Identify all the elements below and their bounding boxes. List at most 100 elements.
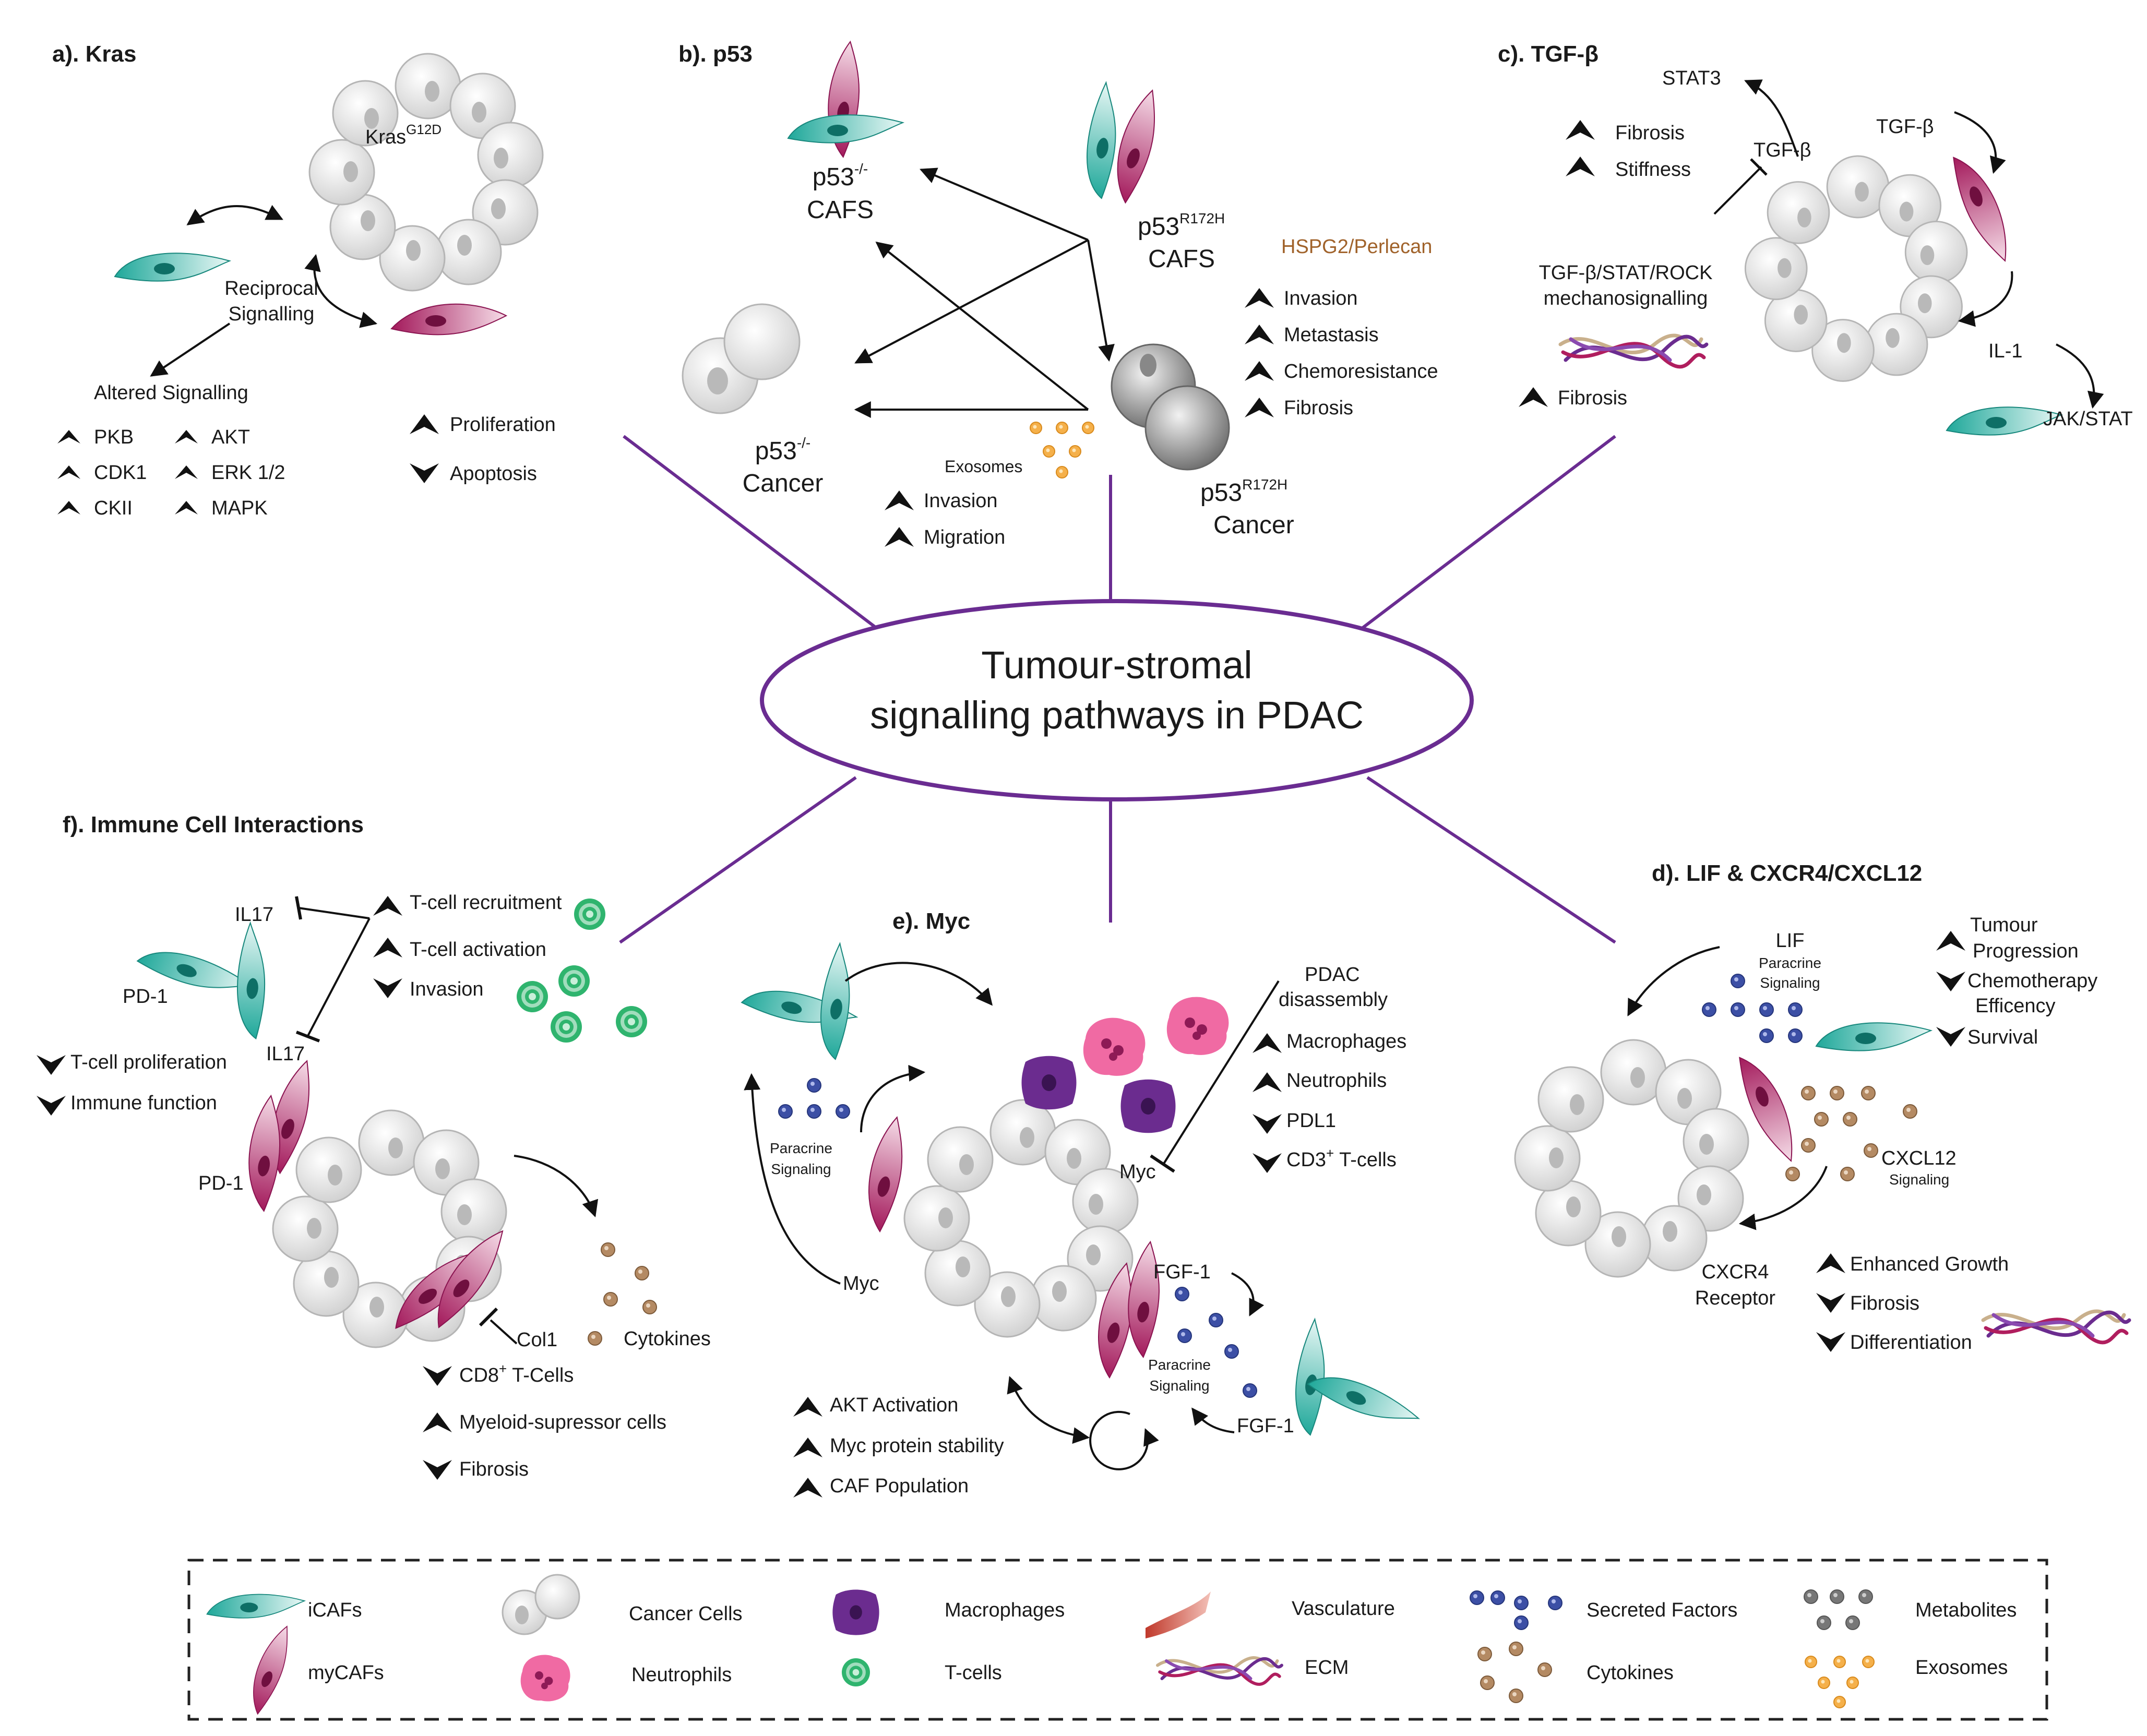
legend-cytokines: Cytokines — [1587, 1662, 1674, 1684]
svg-text:PKB: PKB — [94, 426, 134, 448]
panel-myc: e). Myc Paracrine Signaling Myc Myc — [739, 908, 1423, 1498]
svg-text:AKT: AKT — [211, 426, 250, 448]
svg-text:Neutrophils: Neutrophils — [1286, 1070, 1387, 1092]
cancer-cell-pair — [682, 303, 801, 414]
exosomes-icon — [1030, 422, 1094, 478]
cytokines-label: Cytokines — [624, 1328, 711, 1350]
panel-title-kras: a). Kras — [52, 41, 136, 67]
pdac-label-2: disassembly — [1279, 989, 1388, 1011]
cxcl12-signaling: Signaling — [1889, 1171, 1949, 1188]
immune-function: Immune function — [70, 1092, 217, 1114]
svg-text:Differentiation: Differentiation — [1850, 1332, 1972, 1354]
cxcr4-label-1: CXCR4 — [1702, 1261, 1769, 1283]
metabolites-icon — [1804, 1589, 1873, 1630]
svg-text:Fibrosis: Fibrosis — [1850, 1292, 1919, 1314]
cancer-cell-icon — [1514, 1039, 1749, 1278]
exosomes-label: Exosomes — [945, 457, 1022, 476]
fgf1-label-2: FGF-1 — [1237, 1415, 1294, 1437]
tgf-fibrosis: Fibrosis — [1615, 122, 1685, 144]
svg-text:Macrophages: Macrophages — [1286, 1031, 1406, 1052]
lif-effects: Tumour Progression Chemotherapy Efficenc… — [1936, 914, 2097, 1048]
svg-text:Metastasis: Metastasis — [1284, 324, 1379, 346]
tgf-fibrosis-2: Fibrosis — [1558, 387, 1627, 409]
p53-mut-cancer-label: p53R172H — [1200, 476, 1287, 507]
svg-text:Invasion: Invasion — [410, 978, 484, 1000]
svg-text:ERK 1/2: ERK 1/2 — [211, 462, 285, 484]
exosomes-icon — [1805, 1656, 1875, 1708]
fgf-paracrine-1: Paracrine — [1148, 1357, 1211, 1373]
cxcl12-label: CXCL12 — [1881, 1147, 1957, 1169]
legend-exosomes: Exosomes — [1915, 1657, 2008, 1679]
il1-label: IL-1 — [1988, 340, 2022, 362]
lif-label: LIF — [1776, 930, 1805, 952]
proliferation-label: Proliferation — [450, 414, 556, 436]
kras-left-list: PKB CDK1 CKII — [57, 426, 147, 519]
tgfb-label-1: TGF-β — [1754, 139, 1811, 161]
center-title-line1: Tumour-stromal — [981, 643, 1252, 687]
center-hub: Tumour-stromal signalling pathways in PD… — [760, 599, 1474, 801]
panel-title-p53: b). p53 — [678, 41, 753, 67]
col1-label: Col1 — [517, 1329, 557, 1351]
secreted-factors-icon — [778, 1078, 850, 1119]
cd3-label: CD3+ T-cells — [1286, 1145, 1397, 1171]
mycaf-icon — [391, 303, 507, 336]
svg-text:Survival: Survival — [1967, 1026, 2038, 1048]
svg-text:Chemoresistance: Chemoresistance — [1284, 361, 1438, 382]
spoke-lines — [619, 435, 1616, 944]
svg-text:MAPK: MAPK — [211, 497, 268, 519]
stat3-label: STAT3 — [1662, 67, 1721, 89]
legend: iCAFs myCAFs Cancer Cells Neutrophils Ma… — [187, 1559, 2048, 1721]
panel-kras: a). Kras KrasG12D Reciprocal Signalling … — [52, 41, 556, 519]
icaf-icon — [1816, 1022, 1931, 1051]
p53-null-cafs-word: CAFS — [807, 196, 874, 224]
legend-secreted-factors: Secreted Factors — [1587, 1599, 1737, 1621]
neutrophil-icon — [1083, 997, 1229, 1076]
lif-paracrine-2: Signaling — [1760, 975, 1820, 991]
secreted-factors-icon — [1470, 1590, 1562, 1630]
myc-label-2: Myc — [1119, 1161, 1156, 1183]
tcell-proliferation: T-cell proliferation — [70, 1051, 227, 1073]
svg-text:Myc protein stability: Myc protein stability — [830, 1435, 1004, 1457]
svg-text:PDL1: PDL1 — [1286, 1110, 1336, 1132]
kras-mutation-label: KrasG12D — [365, 122, 442, 148]
panel-title-lif: d). LIF & CXCR4/CXCL12 — [1652, 860, 1922, 886]
reciprocal-label-1: Reciprocal — [224, 278, 318, 300]
svg-text:CKII: CKII — [94, 497, 133, 519]
exo-migration: Migration — [924, 526, 1005, 548]
hspg2-label: HSPG2/Perlecan — [1281, 236, 1432, 258]
svg-text:Fibrosis: Fibrosis — [1284, 397, 1353, 419]
immune-fibrosis: Fibrosis — [459, 1458, 529, 1480]
panel-tgf: c). TGF-β STAT3 TGF-β TGF-β Fibrosis Sti… — [1498, 41, 2133, 436]
cd8-label: CD8+ T-Cells — [459, 1361, 574, 1386]
p53-null-cancer-label: p53-/- — [755, 435, 811, 465]
p53-mut-cafs-label: p53R172H — [1138, 210, 1225, 241]
cancer-cell-icon — [903, 1099, 1139, 1338]
myc-effects: Macrophages Neutrophils PDL1 CD3+ T-cell… — [1253, 1031, 1406, 1173]
legend-ecm: ECM — [1305, 1657, 1349, 1679]
mechano-label-1: TGF-β/STAT/ROCK — [1539, 262, 1713, 284]
icaf-icon — [1286, 1317, 1335, 1436]
cytokines-icon — [1477, 1642, 1552, 1703]
exo-invasion: Invasion — [924, 490, 998, 512]
fgf1-label-1: FGF-1 — [1153, 1261, 1211, 1283]
tgfb-label-2: TGF-β — [1876, 116, 1934, 138]
p53-mut-cancer-word: Cancer — [1213, 511, 1294, 539]
p53-effects: Invasion Metastasis Chemoresistance Fibr… — [1245, 288, 1438, 419]
svg-text:CAF Population: CAF Population — [830, 1475, 969, 1497]
panel-p53: b). p53 p53-/- CAFS p53R172H CAFS HSPG2/… — [678, 39, 1438, 548]
legend-neutrophils: Neutrophils — [631, 1664, 732, 1686]
il17-label-2: IL17 — [266, 1043, 305, 1065]
altered-signalling-label: Altered Signalling — [94, 382, 248, 404]
svg-text:CDK1: CDK1 — [94, 462, 147, 484]
cancer-cell-icon — [308, 53, 544, 292]
mutant-cancer-cell-pair — [1111, 343, 1230, 471]
center-title-line2: signalling pathways in PDAC — [870, 693, 1364, 737]
tcell-icon — [517, 899, 647, 1043]
lif-paracrine-1: Paracrine — [1759, 955, 1821, 971]
myc-bottom-effects: AKT Activation Myc protein stability CAF… — [793, 1394, 1004, 1498]
svg-text:Tumour: Tumour — [1970, 914, 2038, 936]
legend-mycafs: myCAFs — [308, 1662, 384, 1684]
pdac-label-1: PDAC — [1305, 964, 1360, 986]
myc-paracrine-1: Paracrine — [770, 1140, 832, 1156]
pd1-label-1: PD-1 — [123, 986, 168, 1008]
